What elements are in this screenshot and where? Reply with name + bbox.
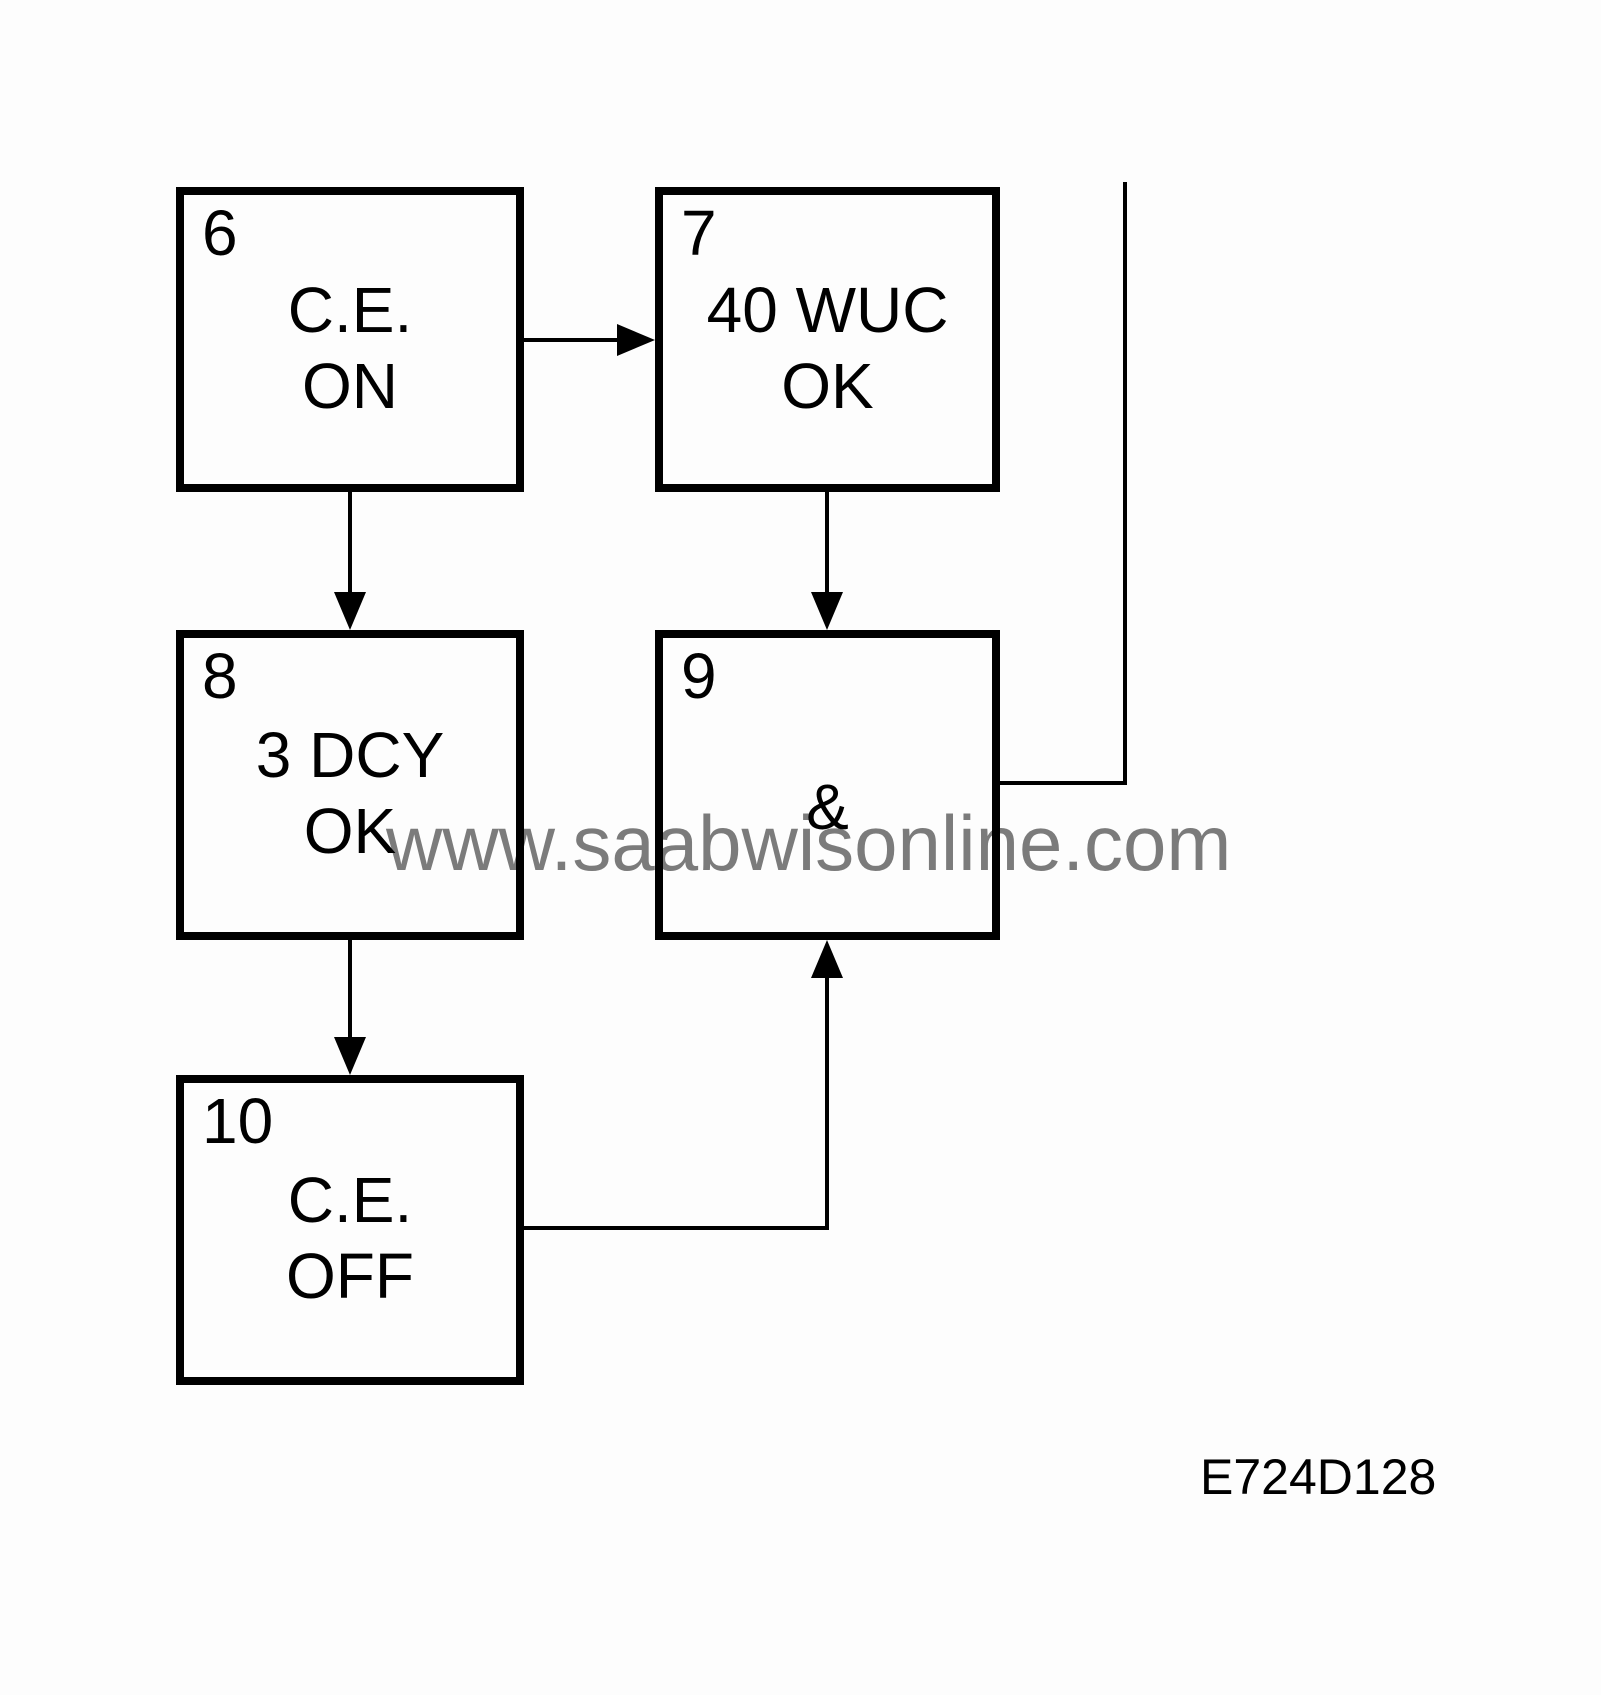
flow-box-10: 10 C.E. OFF — [176, 1075, 524, 1385]
box-6-label-line2: ON — [302, 349, 398, 422]
watermark-text: www.saabwisonline.com — [386, 799, 1232, 887]
box-10-number: 10 — [202, 1085, 274, 1157]
box-8-label-line2: OK — [303, 795, 397, 867]
connector-6-to-7-shaft — [524, 338, 620, 342]
flow-box-7: 7 40 WUC OK — [655, 187, 1000, 492]
connector-8-to-10-shaft — [348, 940, 352, 1039]
connector-7-to-9-arrowhead-icon — [811, 592, 843, 630]
connector-9-feedback-vertical — [1123, 182, 1127, 785]
box-7-number: 7 — [681, 197, 717, 269]
connector-6-to-7-arrowhead-icon — [617, 324, 655, 356]
connector-10-to-9-arrowhead-icon — [811, 940, 843, 978]
connector-7-to-9-shaft — [825, 492, 829, 594]
box-7-label-line1: 40 WUC — [706, 273, 949, 346]
flow-box-8: 8 3 DCY OK — [176, 630, 524, 940]
connector-8-to-10-arrowhead-icon — [334, 1037, 366, 1075]
connector-10-to-9-horizontal — [524, 1226, 829, 1230]
box-10-label-line1: C.E. — [287, 1164, 413, 1236]
box-7-label-line2: OK — [781, 349, 874, 422]
connector-6-to-8-arrowhead-icon — [334, 592, 366, 630]
connector-10-to-9-vertical — [825, 976, 829, 1230]
box-9-label-and-gate: & — [806, 771, 849, 843]
flow-box-6: 6 C.E. ON — [176, 187, 524, 492]
box-9-number: 9 — [681, 640, 717, 712]
box-6-number: 6 — [202, 197, 238, 269]
box-10-label-line2: OFF — [286, 1240, 414, 1312]
box-8-label-line1: 3 DCY — [255, 719, 445, 791]
connector-9-feedback-horizontal — [1000, 781, 1127, 785]
box-8-number: 8 — [202, 640, 238, 712]
flow-box-9: 9 & — [655, 630, 1000, 940]
box-6-label-line1: C.E. — [287, 273, 413, 346]
connector-6-to-8-shaft — [348, 492, 352, 594]
figure-code: E724D128 — [1200, 1449, 1437, 1505]
